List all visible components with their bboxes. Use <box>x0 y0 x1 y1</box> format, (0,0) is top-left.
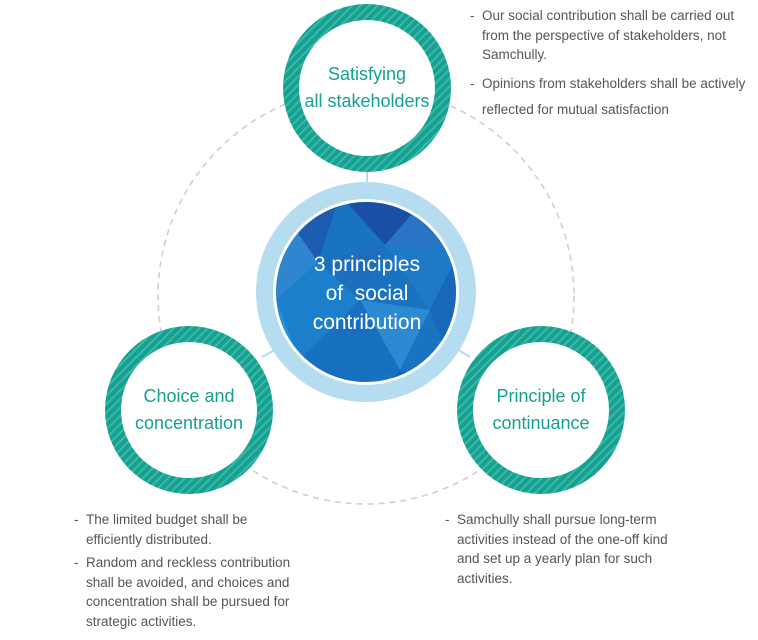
center-title-line: contribution <box>312 310 422 334</box>
principle-title-line: Choice and <box>143 386 235 406</box>
principle-title-right: Principle of continuance <box>471 374 611 446</box>
principle-title-line: concentration <box>134 413 244 433</box>
principle-title-line: Satisfying <box>327 64 407 84</box>
principle-title-top: Satisfying all stakeholders <box>297 52 437 124</box>
center-circle <box>256 182 476 402</box>
description-item: Random and reckless contribution shall b… <box>74 553 311 631</box>
description-item: The limited budget shall be efficiently … <box>74 510 266 549</box>
principle-title-line: Principle of <box>496 386 586 406</box>
principle-title-line: all stakeholders <box>304 91 430 111</box>
center-title: 3 principles of social contribution <box>287 238 447 348</box>
ring-right <box>457 326 625 494</box>
ring-left <box>105 326 273 494</box>
description-item: Samchully shall pursue long-term activit… <box>445 510 672 588</box>
principle-title-left: Choice and concentration <box>119 374 259 446</box>
description-item: Our social contribution shall be carried… <box>470 6 737 65</box>
principle-description-top: Our social contribution shall be carried… <box>470 6 755 123</box>
ring-top <box>283 4 451 172</box>
description-item: Opinions from stakeholders shall be acti… <box>470 71 755 123</box>
principle-description-right: Samchully shall pursue long-term activit… <box>445 510 675 588</box>
principle-description-left: The limited budget shall be efficiently … <box>74 510 310 631</box>
center-title-line: of social <box>325 281 409 305</box>
center-title-line: 3 principles <box>313 252 421 276</box>
principle-title-line: continuance <box>492 413 590 433</box>
